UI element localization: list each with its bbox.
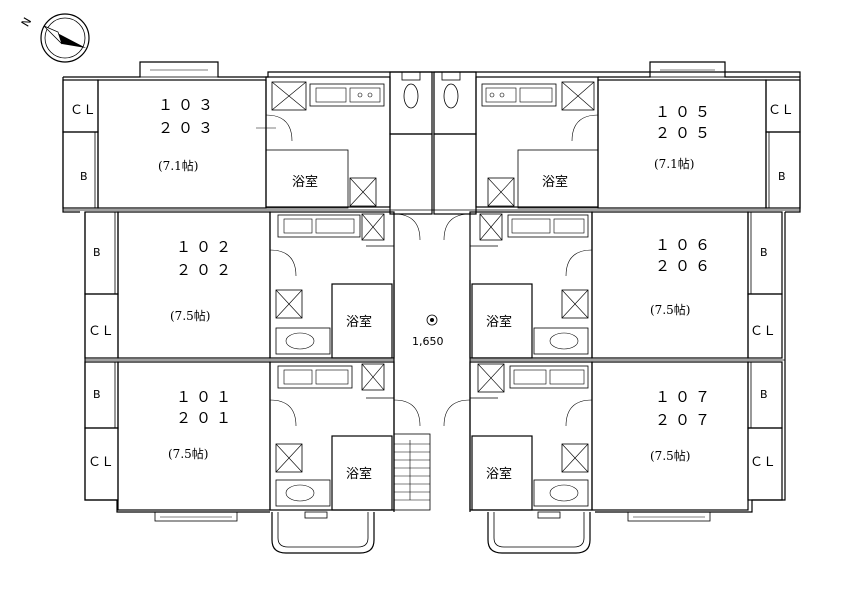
unit-101: B ＣＬ １０１ ２０１ (7.5帖) (84, 361, 271, 511)
closet-label: ＣＬ (88, 455, 114, 470)
bath-label: 浴室 (486, 314, 512, 330)
unit-105: ＣＬ B １０５ ２０５ (7.1帖) (597, 79, 801, 209)
room-size: (7.1帖) (654, 156, 694, 171)
bath-label: 浴室 (346, 314, 372, 330)
unit-number-103: １０３ (158, 96, 218, 114)
unit-number-101: １０１ (176, 388, 236, 406)
balcony-label: B (93, 388, 101, 401)
unit-106: B ＣＬ １０６ ２０６ (7.5帖) (591, 211, 783, 359)
closet-label: ＣＬ (70, 103, 96, 118)
unit-102: B ＣＬ １０２ ２０２ (7.5帖) (84, 211, 271, 359)
closet-label: ＣＬ (88, 324, 114, 339)
unit-number-206: ２０６ (655, 257, 715, 275)
room-size: (7.5帖) (650, 302, 690, 317)
wet-area-103: 浴室 (256, 76, 391, 209)
unit-number-107: １０７ (655, 388, 715, 406)
unit-103: ＣＬ B １０３ ２０３ (7.1帖) (62, 79, 267, 209)
balcony-label: B (778, 170, 786, 183)
closet-label: ＣＬ (750, 455, 776, 470)
balcony-label: B (760, 246, 768, 259)
room-size: (7.5帖) (170, 308, 210, 323)
room-size: (7.5帖) (650, 448, 690, 463)
north-compass-icon: N (19, 13, 90, 63)
bath-label: 浴室 (292, 174, 318, 190)
unit-number-106: １０６ (655, 236, 715, 254)
toilet-area-top (389, 71, 477, 215)
unit-number-201: ２０１ (176, 409, 236, 427)
unit-number-102: １０２ (176, 238, 236, 256)
north-letter: N (19, 15, 34, 29)
balcony-label: B (760, 388, 768, 401)
unit-number-205: ２０５ (655, 124, 715, 142)
room-size: (7.1帖) (158, 158, 198, 173)
wet-area-102: 浴室 (269, 211, 395, 359)
bath-label: 浴室 (542, 174, 568, 190)
wet-area-101: 浴室 (269, 361, 395, 511)
bath-label: 浴室 (486, 466, 512, 482)
central-corridor: 1,650 (366, 213, 498, 512)
room-size: (7.5帖) (168, 446, 208, 461)
closet-label: ＣＬ (750, 324, 776, 339)
unit-number-105: １０５ (655, 103, 715, 121)
balcony-label: B (93, 246, 101, 259)
unit-number-207: ２０７ (655, 411, 715, 429)
wet-area-105: 浴室 (475, 76, 599, 209)
drain-icon (426, 314, 438, 326)
row-dividers (63, 209, 800, 361)
unit-107: B ＣＬ １０７ ２０７ (7.5帖) (591, 361, 783, 511)
unit-number-202: ２０２ (176, 261, 236, 279)
unit-number-203: ２０３ (158, 119, 218, 137)
closet-label: ＣＬ (768, 103, 794, 118)
bath-label: 浴室 (346, 466, 372, 482)
wet-area-106: 浴室 (469, 211, 593, 359)
balcony-label: B (80, 170, 88, 183)
dimension-label: 1,650 (412, 335, 444, 348)
wet-area-107: 浴室 (469, 361, 593, 511)
